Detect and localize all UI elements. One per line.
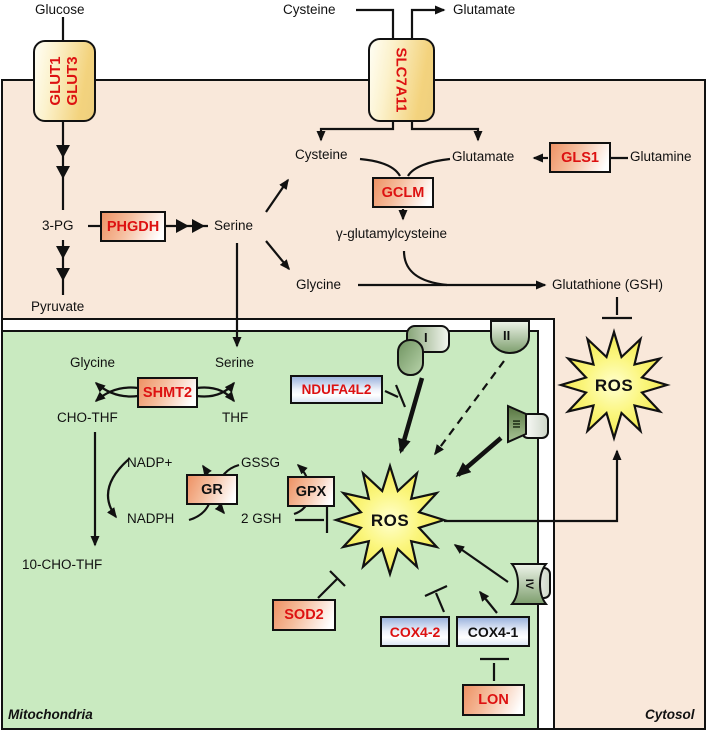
nadp-label: NADP+ [127,455,173,470]
glutamine-label: Glutamine [630,149,692,164]
complex-iii-label: III [510,419,522,429]
glucose-label: Glucose [35,2,85,17]
lon-box: LON [462,684,525,716]
nadph-label: NADPH [127,511,175,526]
serine-cytosol-label: Serine [214,218,254,233]
gssg-label: GSSG [241,455,281,470]
10-cho-thf-label: 10-CHO-THF [22,557,103,572]
complex-iv-label: IV [523,578,535,590]
cytosol-label: Cytosol [645,707,695,722]
glut-transporter [33,40,96,122]
glutamate-top-label: Glutamate [453,2,516,17]
mitochondria-inner-region [1,330,539,730]
glycine-mito-label: Glycine [70,355,116,370]
thf-label: THF [222,410,249,425]
slc7a11-transporter [368,38,435,122]
glutathione-label: Glutathione (GSH) [552,277,664,292]
pyruvate-label: Pyruvate [31,299,85,314]
glutamate-cytosol-label: Glutamate [452,149,515,164]
complex-i-label: I [424,330,428,345]
cox4-2-box: COX4-2 [380,616,450,647]
complex-ii-label: II [503,328,511,343]
gr-box: GR [186,474,238,505]
gamma-glutamylcysteine-label: γ-glutamylcysteine [336,226,448,241]
glut1-label: GLUT1 [46,56,64,106]
gls1-box: GLS1 [549,142,611,173]
glut3-label: GLUT3 [64,56,81,106]
shmt2-box: SHMT2 [137,377,198,408]
serine-mito-label: Serine [215,355,255,370]
slc7a11-label: SLC7A11 [392,47,410,113]
ros-cytosol-label: ROS [594,376,634,395]
ndufa4l2-box: NDUFA4L2 [290,375,383,404]
mitochondria-label: Mitochondria [8,707,93,722]
gclm-box: GCLM [372,177,434,208]
sod2-box: SOD2 [272,599,336,631]
phgdh-box: PHGDH [100,211,166,242]
cox4-1-box: COX4-1 [456,616,530,647]
3pg-label: 3-PG [42,218,74,233]
cysteine-cytosol-label: Cysteine [295,147,348,162]
glut-transporter-label: GLUT1 GLUT3 [47,56,82,105]
ros-mito-label: ROS [370,511,410,530]
2gsh-label: 2 GSH [241,511,282,526]
cho-thf-label: CHO-THF [57,410,118,425]
glycine-cytosol-label: Glycine [296,277,342,292]
gpx-box: GPX [287,476,335,507]
cysteine-top-label: Cysteine [283,2,336,17]
